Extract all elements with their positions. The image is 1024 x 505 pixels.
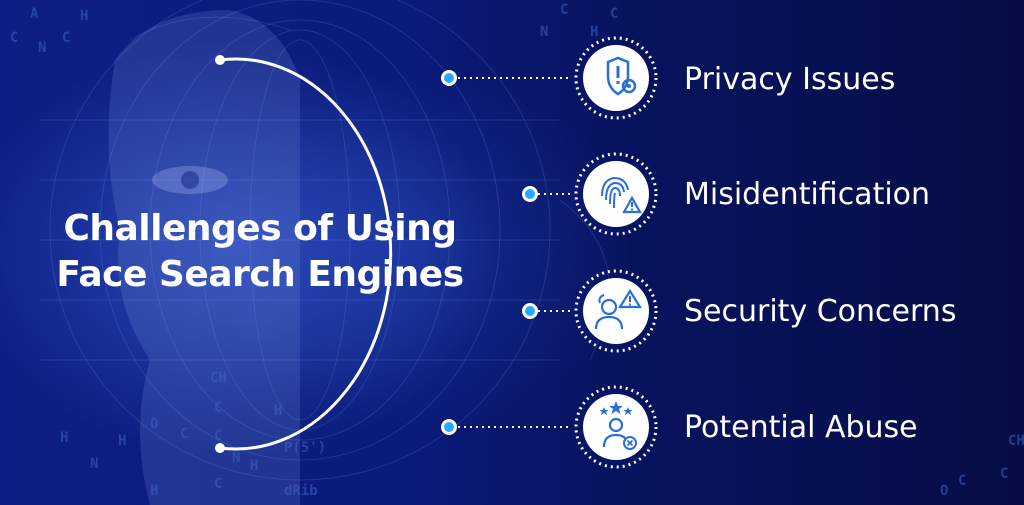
svg-text:C: C [610,6,618,22]
svg-text:C: C [214,476,222,492]
svg-text:H: H [274,403,282,419]
svg-text:P(5'): P(5') [284,440,326,456]
svg-text:N: N [38,40,46,56]
svg-text:C: C [10,30,18,46]
svg-text:H: H [60,430,68,446]
svg-text:N: N [232,450,240,466]
svg-text:C: C [214,400,222,416]
svg-text:O: O [150,416,158,432]
svg-text:O: O [940,483,948,499]
svg-text:dRib: dRib [284,483,318,499]
arc-end-dot [215,443,225,453]
svg-text:H: H [590,24,598,40]
item-label-security: Security Concerns [684,294,957,329]
headline: Challenges of Using Face Search Engines [20,206,500,298]
svg-text:C: C [180,426,188,442]
item-label-misidentification: Misidentification [684,177,931,212]
svg-text:CH: CH [210,370,227,386]
svg-text:C: C [958,473,966,489]
svg-text:C: C [62,30,70,46]
person-warning-icon [574,269,658,353]
svg-text:H: H [118,433,126,449]
arc-start-dot [215,55,225,65]
fingerprint-warning-icon [574,152,658,236]
headline-line-1: Challenges of Using [63,208,457,249]
svg-text:H: H [150,483,158,499]
svg-text:C: C [1000,466,1008,482]
item-label-privacy: Privacy Issues [684,62,896,97]
item-label-abuse: Potential Abuse [684,410,918,445]
svg-text:H: H [250,458,258,474]
arc-node-dots [441,70,538,435]
svg-text:A: A [30,6,39,22]
main-arc [219,57,393,451]
shield-gear-icon [574,36,658,120]
headline-line-2: Face Search Engines [56,254,464,295]
svg-text:N: N [90,456,98,472]
svg-text:C: C [560,2,568,18]
svg-text:C: C [214,428,222,444]
svg-text:CH: CH [1008,433,1024,449]
person-stars-icon [574,385,658,469]
svg-text:N: N [540,24,548,40]
svg-text:H: H [80,8,88,24]
connector-lines [458,77,572,428]
